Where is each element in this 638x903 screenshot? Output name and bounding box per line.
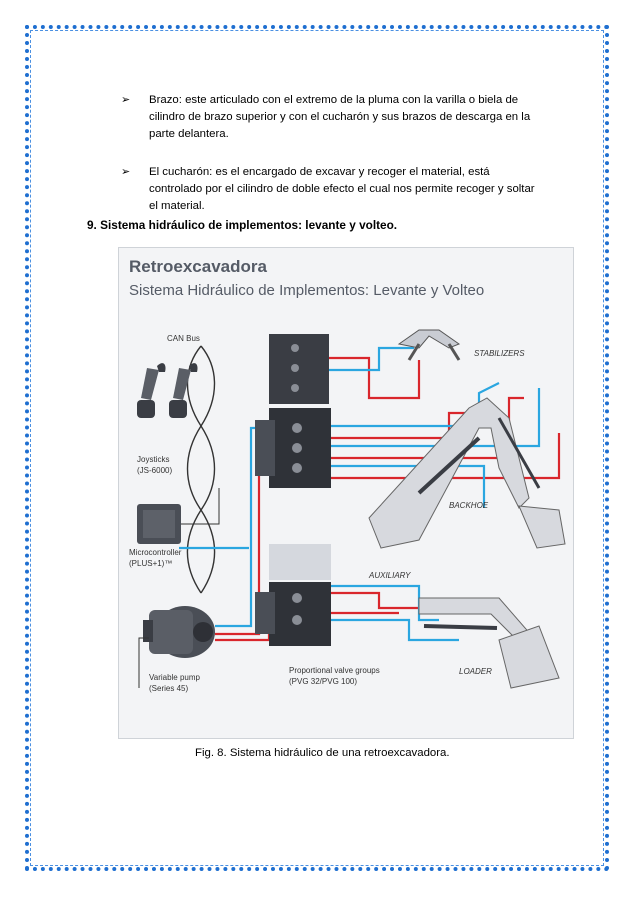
return-lines: [179, 346, 541, 642]
backhoe-label: BACKHOE: [449, 501, 489, 510]
bullet-brazo: ➢ Brazo: este articulado con el extremo …: [121, 92, 541, 143]
hydraulic-diagram: Retroexcavadora Sistema Hidráulico de Im…: [129, 257, 566, 693]
diagram-title: Retroexcavadora: [129, 257, 268, 276]
auxiliary-label: AUXILIARY: [368, 571, 411, 580]
hydraulic-diagram-figure: Retroexcavadora Sistema Hidráulico de Im…: [118, 247, 574, 739]
bullet-text: El cucharón: es el encargado de excavar …: [149, 166, 535, 212]
joystick-icon: [137, 363, 198, 418]
valves-model-label: (PVG 32/PVG 100): [289, 677, 357, 686]
can-bus-cable: [186, 345, 216, 594]
backhoe-arm-icon: [368, 397, 566, 549]
loader-arm-icon: [418, 597, 560, 689]
page-border: [25, 25, 609, 871]
valve-group-upper: [255, 334, 331, 488]
microcontroller-icon: [137, 504, 181, 544]
valve-group-lower: [255, 544, 331, 646]
pressure-lines: [215, 356, 561, 642]
bullet-text: Brazo: este articulado con el extremo de…: [149, 94, 531, 140]
valves-label: Proportional valve groups: [289, 666, 380, 675]
stabilizers-label: STABILIZERS: [474, 349, 525, 358]
diagram-subtitle: Sistema Hidráulico de Implementos: Levan…: [129, 282, 484, 299]
figure-caption: Fig. 8. Sistema hidráulico de una retroe…: [195, 747, 450, 759]
arrow-bullet-icon: ➢: [121, 94, 131, 106]
joysticks-model-label: (JS-6000): [137, 466, 172, 475]
bullet-cucharon: ➢ El cucharón: es el encargado de excava…: [121, 164, 541, 215]
can-bus-label: CAN Bus: [167, 334, 200, 343]
loader-label: LOADER: [459, 667, 492, 676]
pump-model-label: (Series 45): [149, 684, 188, 693]
microcontroller-model-label: (PLUS+1)™: [129, 559, 172, 568]
control-lines: [138, 488, 220, 688]
variable-pump-icon: [143, 606, 215, 658]
arrow-bullet-icon: ➢: [121, 166, 131, 178]
section-heading: 9. Sistema hidráulico de implementos: le…: [87, 218, 398, 232]
stabilizers-icon: [397, 329, 461, 361]
microcontroller-label: Microcontroller: [129, 548, 182, 557]
joysticks-label: Joysticks: [137, 455, 169, 464]
pump-label: Variable pump: [149, 673, 201, 682]
